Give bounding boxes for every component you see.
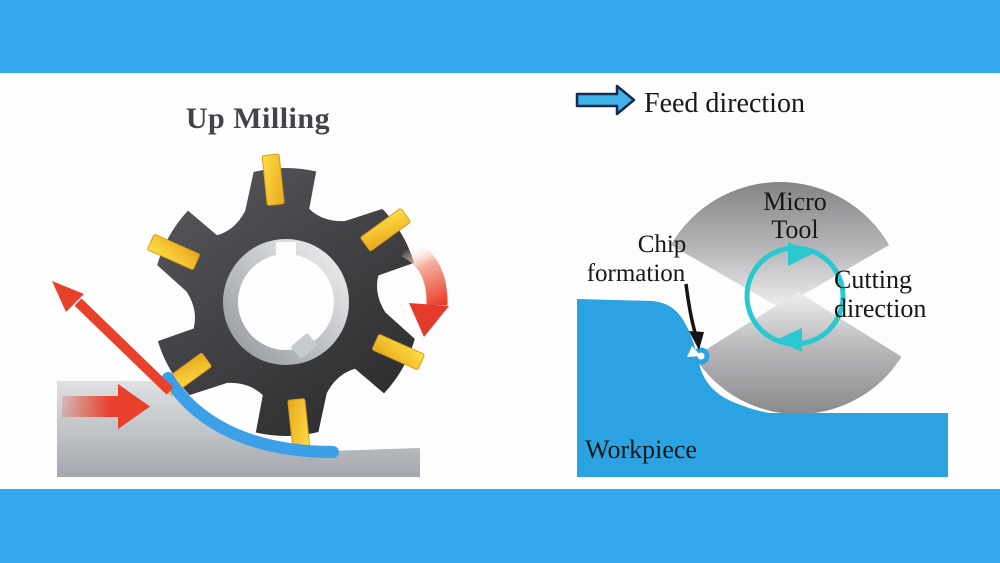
hub-bore (238, 254, 334, 350)
hub-keyway-top (276, 242, 296, 264)
up-milling-title: Up Milling (185, 102, 331, 135)
hub-keyway-notch (291, 333, 317, 359)
feed-arrow-right (575, 84, 636, 116)
feed-direction-label: Feed direction (644, 88, 805, 119)
micro-tool-label-line2: Tool (771, 215, 818, 244)
up-milling-diagram (52, 153, 449, 477)
micro-tool-label-line1: Micro (763, 187, 827, 216)
chip-formation-label-line1: Chip (638, 231, 687, 258)
cutting-direction-label-line2: direction (834, 294, 926, 323)
insert-tooth-6 (372, 334, 425, 370)
chip-curl-right (687, 346, 710, 365)
insert-tooth-1 (360, 208, 411, 251)
cutter-inserts (147, 153, 425, 451)
cutting-arrowhead-bottom (776, 328, 802, 352)
top-blue-band (0, 0, 1000, 73)
insert-tooth-2 (261, 153, 285, 206)
cutting-force-arrow (52, 281, 174, 395)
chip-formation-label-line2: formation (587, 260, 686, 287)
chip-curl-left (162, 372, 339, 458)
chip-formation-pointer (684, 283, 704, 350)
cutter-hub (223, 239, 349, 365)
rotation-arrow (401, 237, 449, 337)
cutting-direction-label-line1: Cutting (834, 265, 912, 294)
workpiece-label: Workpiece (585, 435, 697, 464)
cutting-arrowhead-top (788, 242, 814, 266)
cutting-direction-arrow (744, 242, 846, 352)
micro-tool-upper-fan (670, 182, 890, 308)
insert-tooth-3 (147, 234, 200, 270)
bottom-blue-band (0, 489, 1000, 563)
micro-tool-diagram: Feed direction Micro Tool Chip formation… (575, 84, 948, 477)
feed-arrow-left (62, 384, 150, 429)
micro-tool-lower-fan (694, 292, 902, 415)
right-workpiece (577, 299, 948, 477)
